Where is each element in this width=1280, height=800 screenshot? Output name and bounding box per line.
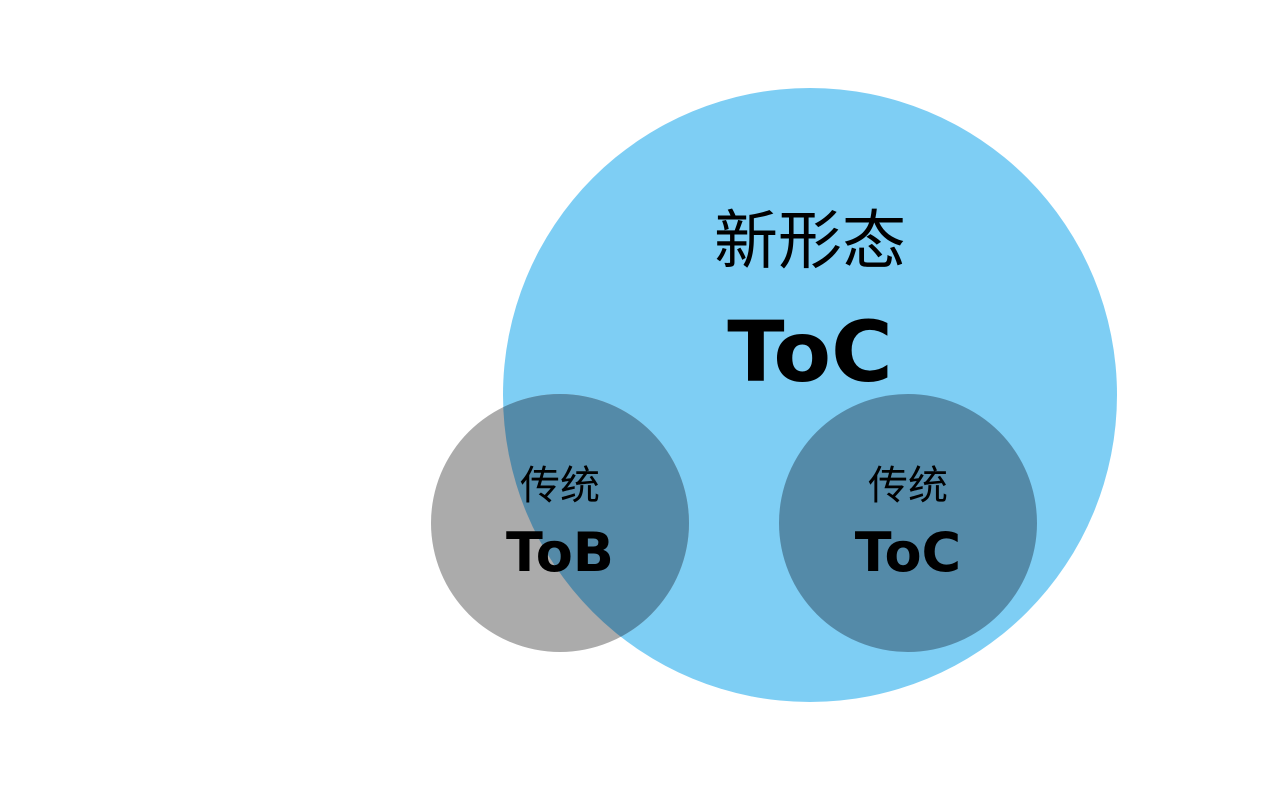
right-circle-title: 传统 bbox=[868, 463, 948, 509]
big-circle-subtitle: ToC bbox=[727, 303, 893, 401]
big-circle-title: 新形态 bbox=[714, 205, 906, 279]
right-circle-subtitle: ToC bbox=[854, 521, 962, 584]
left-circle-title: 传统 bbox=[520, 463, 600, 509]
tob-overlap-region bbox=[503, 394, 689, 652]
left-circle-subtitle: ToB bbox=[506, 521, 614, 584]
traditional-toc-circle bbox=[779, 394, 1037, 652]
